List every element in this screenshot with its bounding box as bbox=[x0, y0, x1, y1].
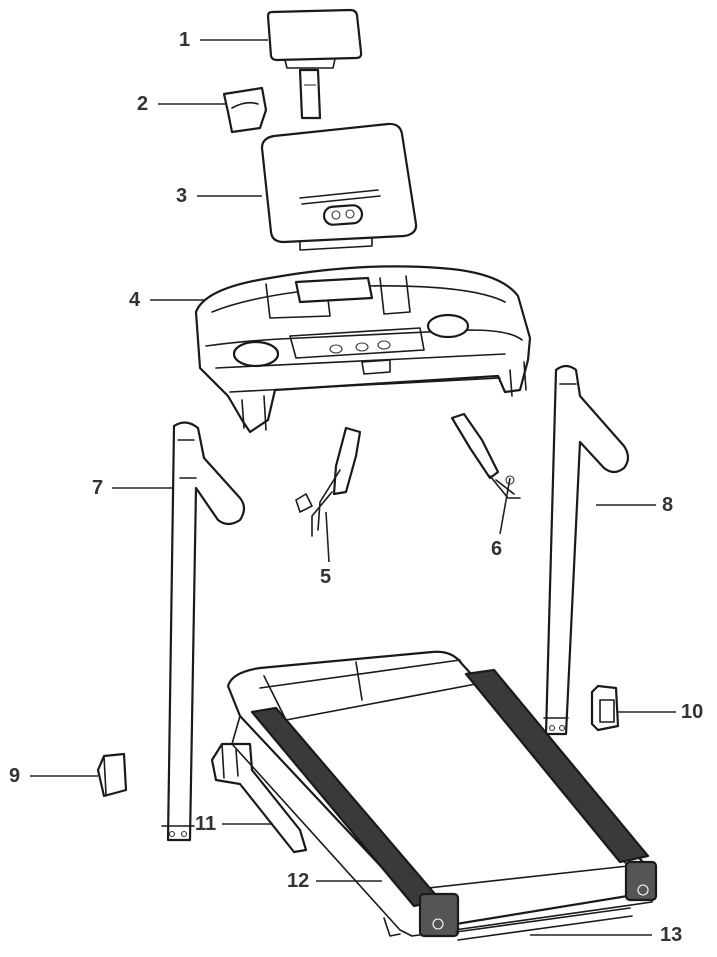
part-13-rear-roller bbox=[455, 907, 633, 941]
part-11-base-frame bbox=[210, 742, 308, 854]
callout-8: 8 bbox=[662, 494, 674, 516]
leader-lines bbox=[30, 39, 676, 936]
callout-11: 11 bbox=[195, 813, 217, 835]
callout-1: 1 bbox=[179, 29, 191, 51]
part-8-right-upright bbox=[543, 364, 630, 736]
part-10-right-base-cover bbox=[590, 684, 620, 732]
part-5-left-hand-grip bbox=[295, 426, 362, 537]
part-6-right-hand-grip bbox=[450, 412, 521, 499]
callout-10: 10 bbox=[681, 701, 704, 723]
part-1-tablet-holder bbox=[266, 8, 363, 120]
part-12-deck bbox=[226, 650, 658, 938]
part-7-left-upright bbox=[161, 421, 246, 842]
callout-5: 5 bbox=[320, 566, 332, 588]
leader-line-5 bbox=[325, 511, 330, 563]
callout-4: 4 bbox=[129, 289, 141, 311]
callout-2: 2 bbox=[137, 93, 149, 115]
part-9-left-base-cover bbox=[96, 752, 128, 798]
callout-9: 9 bbox=[9, 765, 21, 787]
callout-3: 3 bbox=[176, 185, 188, 207]
leader-line-6 bbox=[499, 477, 511, 535]
part-3-console-cover bbox=[260, 122, 418, 251]
callout-7: 7 bbox=[92, 477, 104, 499]
part-4-console-housing bbox=[194, 265, 532, 434]
callout-6: 6 bbox=[491, 538, 503, 560]
callout-12: 12 bbox=[287, 870, 310, 892]
callout-13: 13 bbox=[660, 924, 683, 946]
part-2-bracket bbox=[222, 86, 268, 134]
